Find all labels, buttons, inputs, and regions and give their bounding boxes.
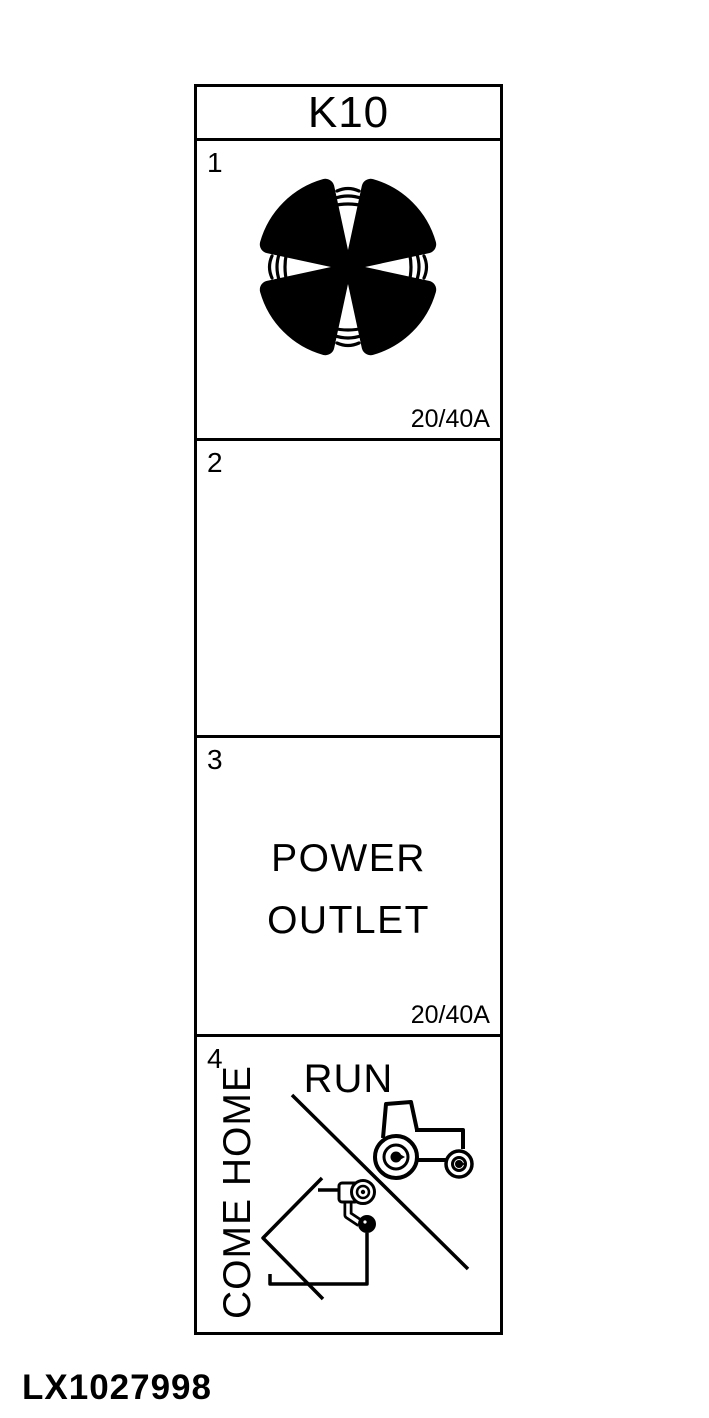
relay-header: K10 xyxy=(197,87,500,141)
tractor-run-icon xyxy=(373,1100,474,1180)
house-roof xyxy=(261,1176,325,1301)
run-label: RUN xyxy=(303,1057,394,1101)
image-code: LX1027998 xyxy=(22,1368,212,1407)
fan-motion-lines xyxy=(267,186,429,348)
section-number: 1 xyxy=(207,147,223,178)
section-number: 4 xyxy=(207,1043,223,1074)
relay-id: K10 xyxy=(307,87,390,137)
fuse-rating: 20/40A xyxy=(410,405,490,433)
fan-icon xyxy=(259,178,437,356)
relay-k10-panel: K10 1 xyxy=(194,84,503,1335)
power-outlet-label: POWER OUTLET xyxy=(267,837,430,942)
tractor-come-home-icon xyxy=(261,1176,376,1301)
section-number: 2 xyxy=(207,447,223,478)
diagonal-divider xyxy=(290,1093,470,1271)
house-base xyxy=(268,1233,369,1286)
fuse-rating: 20/40A xyxy=(410,1001,490,1029)
section-number: 3 xyxy=(207,744,223,775)
come-home-label: COME HOME xyxy=(216,1065,259,1319)
section-3-power-outlet: 3 POWER OUTLET 20/40A xyxy=(197,738,500,1037)
section-2-empty: 2 xyxy=(197,441,500,738)
section-1-fan: 1 xyxy=(197,141,500,441)
section-4-run-come-home: 4 RUN xyxy=(197,1037,500,1332)
